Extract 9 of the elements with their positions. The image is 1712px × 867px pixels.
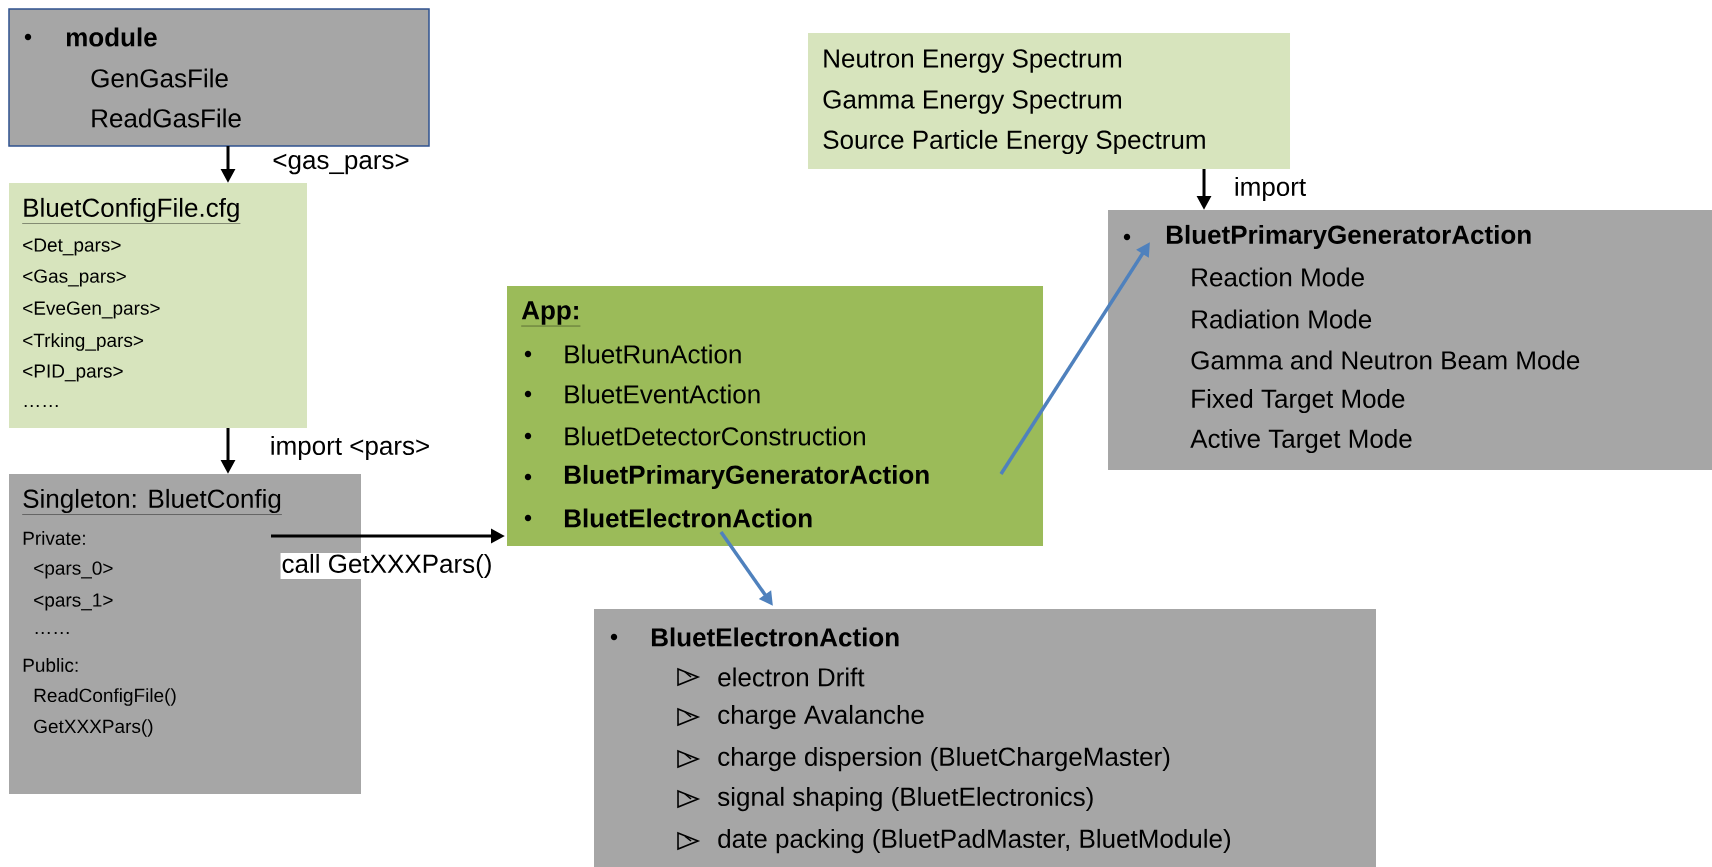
text-box: BluetElectronAction electron Drift charge Avalanche charge dispersion (BluetChargeMaster) signal shaping (BluetElectronics) date packing (BluetPadMaster, BluetModule) — [594, 609, 1376, 867]
text-box: App: BluetRunAction BluetEventAction BluetDetectorConstruction BluetPrimaryGeneratorAction BluetElectronAction — [507, 286, 1043, 546]
edge-label: import <pars> — [268, 434, 432, 462]
edge-label: import — [1232, 175, 1308, 203]
text-box: module GenGasFile ReadGasFile — [8, 8, 430, 147]
text-box: BluetConfigFile.cfg <Det_pars> <Gas_pars> <EveGen_pars> <Trking_pars> <PID_pars> …… — [9, 183, 307, 428]
edge-label: call GetXXXPars() — [280, 552, 494, 580]
text-box: BluetPrimaryGeneratorAction Reaction Mode Radiation Mode Gamma and Neutron Beam Mode Fixed Target Mode Active Target Mode — [1108, 210, 1712, 470]
edge-label: <gas_pars> — [271, 152, 411, 176]
